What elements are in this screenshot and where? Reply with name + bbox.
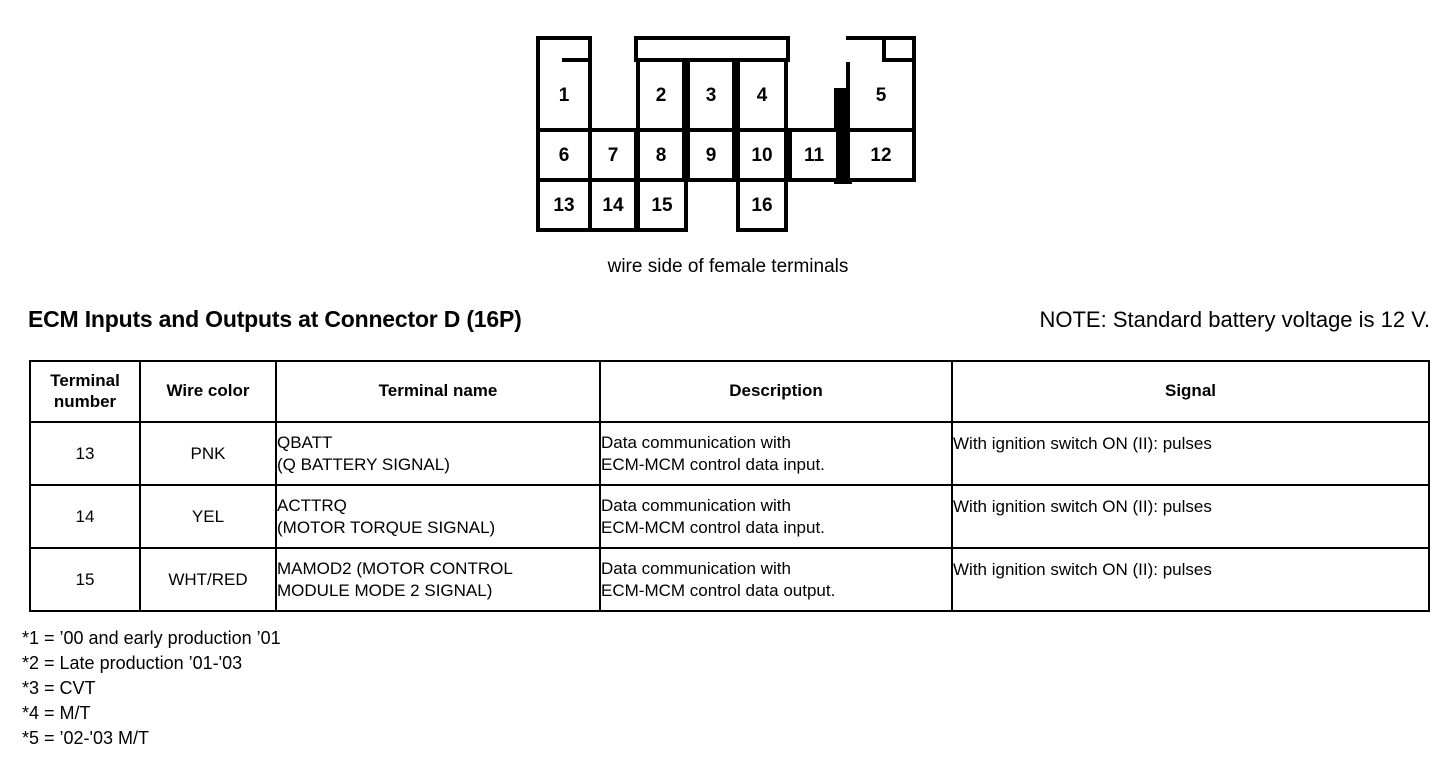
cell-description: Data communication with ECM-MCM control …	[599, 421, 953, 486]
section-title: ECM Inputs and Outputs at Connector D (1…	[28, 306, 522, 332]
terminal-name-line-2: (MOTOR TORQUE SIGNAL)	[277, 517, 496, 537]
cell-signal: With ignition switch ON (II): pulses	[951, 484, 1430, 549]
cell-wire-color: PNK	[139, 421, 277, 486]
description-line-2: ECM-MCM control data output.	[601, 580, 836, 600]
connector-pin-13: 13	[536, 178, 592, 232]
table-row: 13 PNK QBATT (Q BATTERY SIGNAL) Data com…	[29, 421, 1430, 486]
pin-label: 1	[558, 84, 570, 106]
terminal-name-line-2: (Q BATTERY SIGNAL)	[277, 454, 450, 474]
cell-description: Data communication with ECM-MCM control …	[599, 484, 953, 549]
cell-signal: With ignition switch ON (II): pulses	[951, 547, 1430, 612]
column-header-terminal-name: Terminal name	[275, 360, 601, 423]
connector-pin-1-notch-top	[558, 36, 592, 40]
connector-pin-5: 5	[846, 58, 916, 132]
pin-label: 4	[756, 84, 768, 106]
table-row: 15 WHT/RED MAMOD2 (MOTOR CONTROL MODULE …	[29, 547, 1430, 612]
terminal-name-line-1: ACTTRQ	[277, 496, 347, 516]
column-header-signal: Signal	[951, 360, 1430, 423]
connector-pin-4: 4	[736, 58, 788, 132]
connector-pin-1-notch-fill	[536, 36, 562, 62]
connector-pin-1-notch-edge	[588, 36, 592, 62]
connector-pin-7: 7	[588, 128, 638, 182]
footnote-item: *5 = ’02-'03 M/T	[22, 728, 149, 749]
description-line-2: ECM-MCM control data input.	[601, 454, 825, 474]
cell-terminal-number: 13	[29, 421, 141, 486]
ecm-io-table: Terminal number Wire color Terminal name…	[29, 360, 1430, 612]
pin-label: 5	[875, 84, 887, 106]
pin-label: 6	[558, 144, 570, 166]
pin-label: 7	[607, 144, 619, 166]
terminal-name-line-2: MODULE MODE 2 SIGNAL)	[277, 580, 493, 600]
connector-pin-5-notch-right	[882, 36, 916, 40]
footnotes-list: *1 = ’00 and early production ’01 *2 = L…	[22, 626, 281, 751]
description-line-1: Data communication with	[601, 433, 791, 453]
pin-label: 15	[651, 194, 673, 216]
header-line-2: number	[53, 391, 117, 411]
pin-label: 16	[751, 194, 773, 216]
pin-label: 2	[655, 84, 667, 106]
connector-pin-14: 14	[588, 178, 638, 232]
heading-row: ECM Inputs and Outputs at Connector D (1…	[0, 306, 1456, 333]
footnote-item: *3 = CVT	[22, 678, 96, 699]
pin-label: 11	[803, 144, 825, 166]
description-line-2: ECM-MCM control data input.	[601, 517, 825, 537]
connector-pinout-diagram: 1 2 3 4 5 6 7 8 9 10 11 12 13 14	[536, 36, 916, 232]
battery-voltage-note: NOTE: Standard battery voltage is 12 V.	[1039, 307, 1430, 332]
cell-wire-color: WHT/RED	[139, 547, 277, 612]
pin-label: 10	[751, 144, 773, 166]
terminal-name-line-1: MAMOD2 (MOTOR CONTROL	[277, 559, 513, 579]
pin-label: 12	[870, 144, 892, 166]
pin-label: 13	[553, 194, 575, 216]
cell-terminal-name: QBATT (Q BATTERY SIGNAL)	[275, 421, 601, 486]
connector-pin-16: 16	[736, 178, 788, 232]
connector-pin-15: 15	[636, 178, 688, 232]
connector-pin-9: 9	[686, 128, 736, 182]
table-row: 14 YEL ACTTRQ (MOTOR TORQUE SIGNAL) Data…	[29, 484, 1430, 549]
connector-pin-11: 11	[788, 128, 840, 182]
cell-wire-color: YEL	[139, 484, 277, 549]
cell-terminal-number: 14	[29, 484, 141, 549]
header-line-1: Terminal	[50, 371, 120, 391]
terminal-name-line-1: QBATT	[277, 433, 333, 453]
pin-label: 8	[655, 144, 667, 166]
description-line-1: Data communication with	[601, 559, 791, 579]
connector-pin-12: 12	[846, 128, 916, 182]
pin-label: 3	[705, 84, 717, 106]
cell-signal: With ignition switch ON (II): pulses	[951, 421, 1430, 486]
column-header-wire-color: Wire color	[139, 360, 277, 423]
connector-pin-3: 3	[686, 58, 736, 132]
cell-terminal-name: ACTTRQ (MOTOR TORQUE SIGNAL)	[275, 484, 601, 549]
pin-label: 9	[705, 144, 717, 166]
cell-terminal-name: MAMOD2 (MOTOR CONTROL MODULE MODE 2 SIGN…	[275, 547, 601, 612]
footnote-item: *1 = ’00 and early production ’01	[22, 628, 281, 648]
footnote-item: *2 = Late production ’01-'03	[22, 653, 243, 674]
diagram-caption: wire side of female terminals	[607, 256, 849, 277]
column-header-description: Description	[599, 360, 953, 423]
connector-pin-5-notch	[846, 36, 886, 62]
cell-description: Data communication with ECM-MCM control …	[599, 547, 953, 612]
connector-pin-2: 2	[636, 58, 686, 132]
connector-pin-1: 1	[536, 58, 592, 132]
description-line-1: Data communication with	[601, 496, 791, 516]
connector-pin-10: 10	[736, 128, 788, 182]
connector-pin-5-notch-edge	[912, 36, 916, 62]
connector-pin-8: 8	[636, 128, 686, 182]
footnote-item: *4 = M/T	[22, 703, 91, 724]
connector-pin-6: 6	[536, 128, 592, 182]
column-header-terminal-number: Terminal number	[29, 360, 141, 423]
table-header-row: Terminal number Wire color Terminal name…	[29, 360, 1430, 423]
cell-terminal-number: 15	[29, 547, 141, 612]
pin-label: 14	[602, 194, 624, 216]
